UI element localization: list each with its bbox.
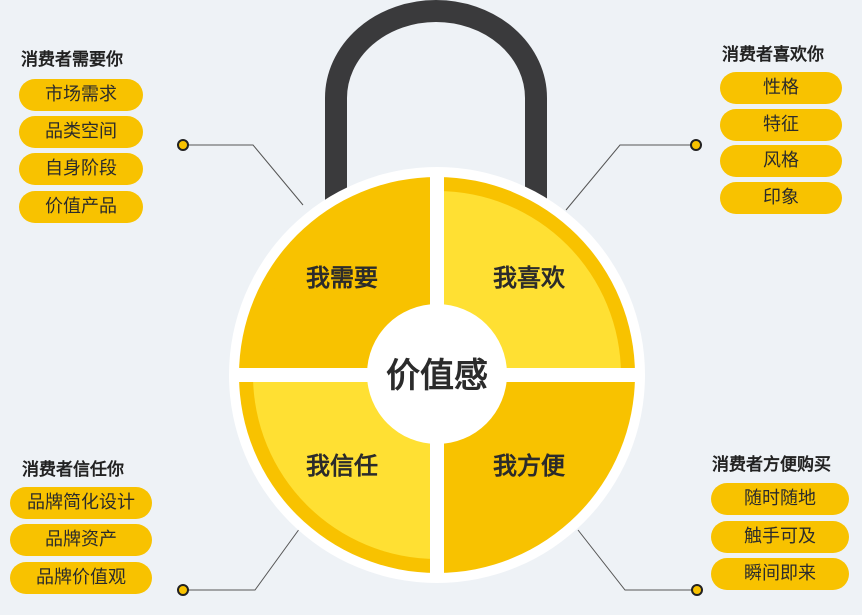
pill-need-4: 价值产品 [19,191,143,223]
pill-trust-1: 品牌简化设计 [10,487,152,519]
lock-shackle [325,0,547,205]
connector-dot-bottom-left [177,584,189,596]
connector-top-right [565,144,696,211]
connector-lines [183,144,697,591]
connector-dot-bottom-right [691,584,703,596]
connector-dot-top-right [690,139,702,151]
group-title-convenience: 消费者方便购买 [712,455,831,475]
pill-convenience-3: 瞬间即来 [711,558,849,590]
pill-convenience-1: 随时随地 [711,483,849,515]
connector-top-left [183,144,304,206]
pill-trust-2: 品牌资产 [10,524,152,556]
quadrant-label-bottom-right: 我方便 [493,452,566,480]
center-circle [367,304,507,444]
connector-bottom-right [577,529,697,591]
group-title-need: 消费者需要你 [21,50,123,70]
pill-need-3: 自身阶段 [19,153,143,185]
connector-dot-top-left [177,139,189,151]
pill-convenience-2: 触手可及 [711,521,849,553]
group-title-trust: 消费者信任你 [22,460,124,480]
center-label: 价值感 [386,356,488,396]
connector-bottom-left [183,527,301,591]
pill-like-2: 特征 [720,109,842,141]
connector-dots [177,139,703,596]
quadrant-label-top-left: 我需要 [306,264,378,292]
pill-like-4: 印象 [720,182,842,214]
pill-trust-3: 品牌价值观 [10,562,152,594]
quadrant-label-top-right: 我喜欢 [493,264,566,292]
pill-like-3: 风格 [720,145,842,177]
group-title-like: 消费者喜欢你 [722,45,824,65]
pill-like-1: 性格 [720,72,842,104]
pill-need-2: 品类空间 [19,116,143,148]
quadrant-label-bottom-left: 我信任 [306,452,378,480]
pill-need-1: 市场需求 [19,79,143,111]
